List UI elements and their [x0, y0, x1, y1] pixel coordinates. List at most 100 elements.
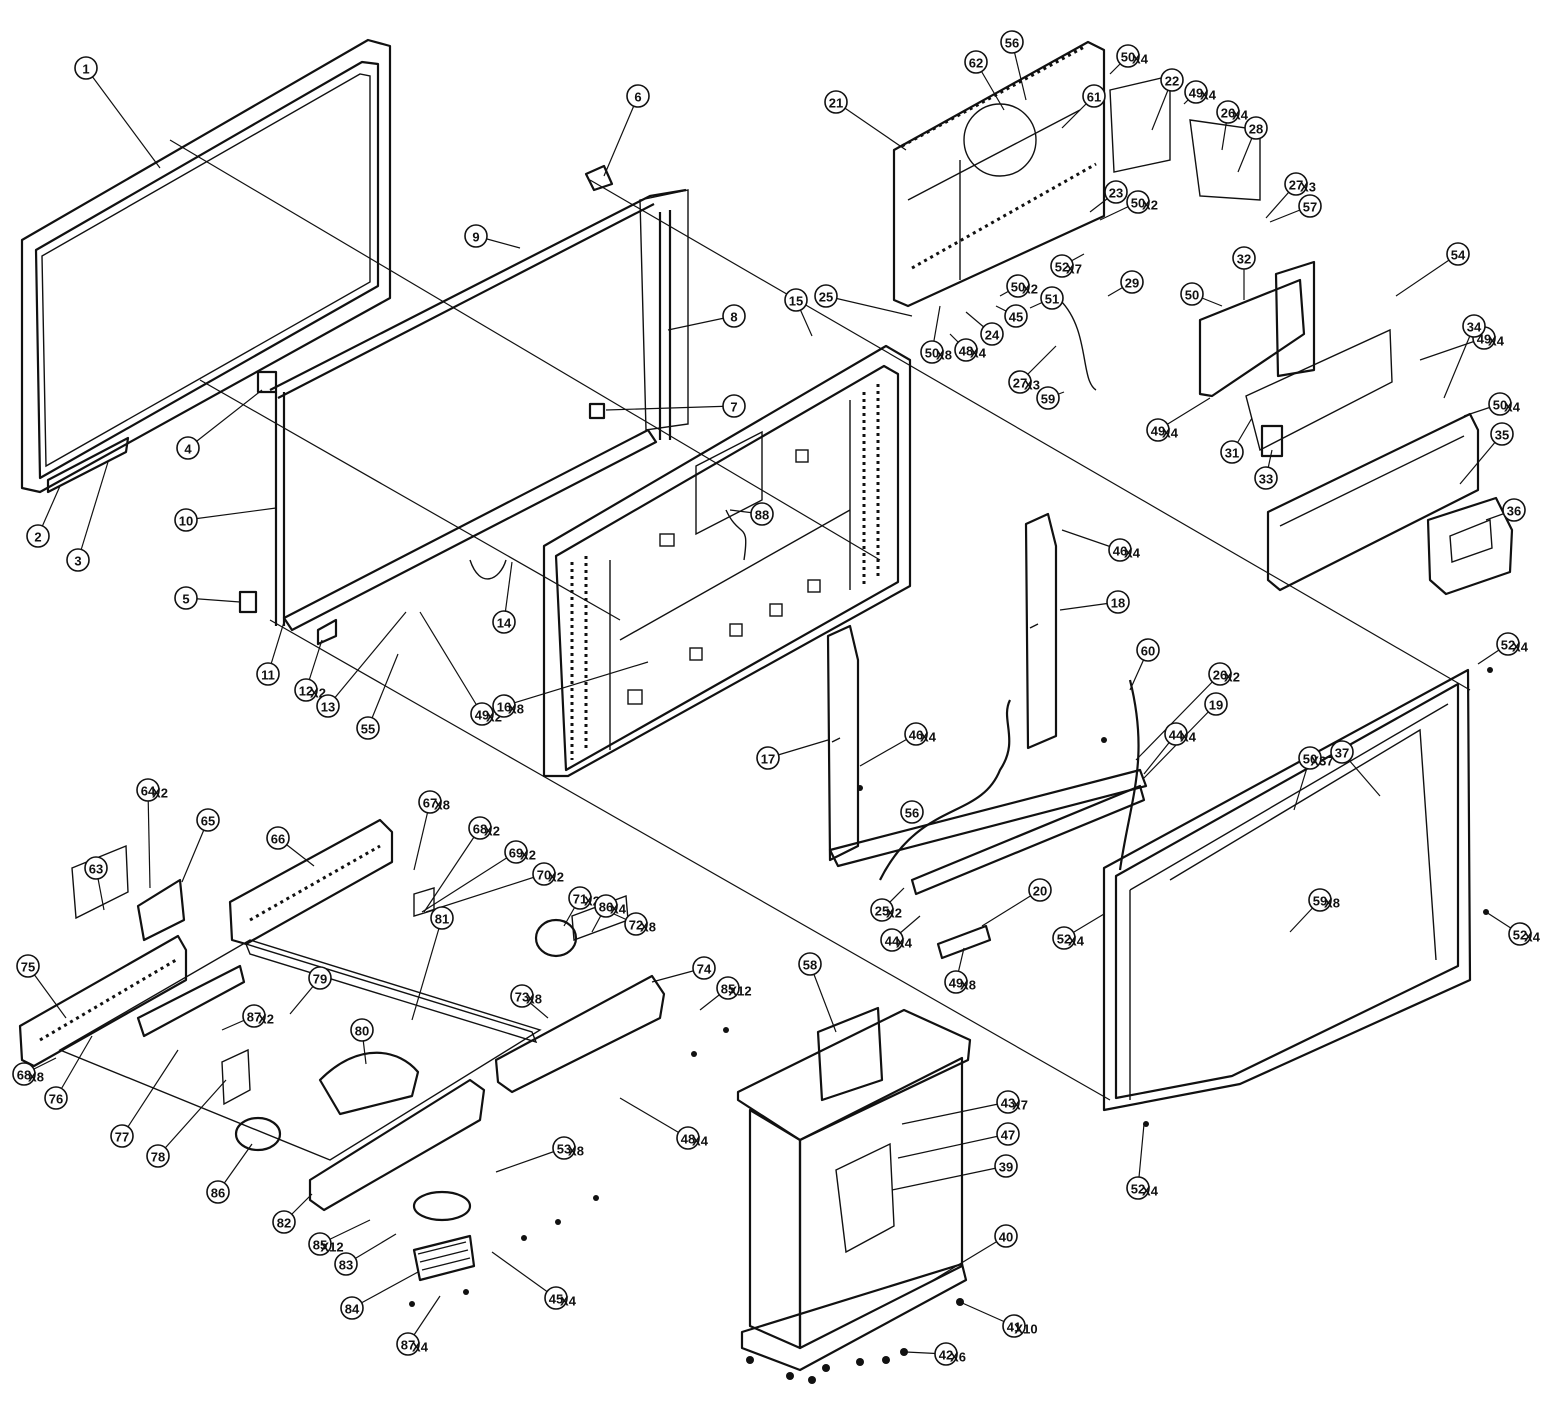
- callout-number: 76: [49, 1092, 63, 1107]
- part-callout: 86: [206, 1180, 230, 1204]
- callout-number: 26: [1213, 668, 1227, 683]
- callout-number: 37: [1335, 746, 1349, 761]
- callout-number: 72: [629, 918, 643, 933]
- part-callout: 37: [1330, 740, 1354, 764]
- callout-number: 70: [537, 868, 551, 883]
- part-callout: 6: [626, 84, 650, 108]
- callout-number: 10: [179, 514, 193, 529]
- callout-quantity: X4: [1124, 546, 1141, 561]
- callout-circle: [626, 84, 650, 108]
- callout-number: 84: [345, 1302, 360, 1317]
- callout-leader-line: [85, 67, 161, 169]
- callout-circle: [146, 1144, 170, 1168]
- callout-quantity: X2: [548, 870, 564, 885]
- callout-number: 87: [401, 1338, 415, 1353]
- callout-number: 55: [361, 722, 375, 737]
- callout-quantity: X12: [728, 984, 751, 999]
- part-callout: 77: [110, 1124, 134, 1148]
- callout-circle: [206, 1180, 230, 1204]
- callout-number: 14: [497, 616, 512, 631]
- callout-leader-line: [187, 389, 263, 449]
- callout-leader-line: [1135, 673, 1221, 761]
- callout-circle: [430, 906, 454, 930]
- callout-number: 52: [1055, 260, 1069, 275]
- callout-circle: [1104, 180, 1128, 204]
- callout-circle: [294, 678, 318, 702]
- callout-leader-line: [1443, 325, 1475, 399]
- cables: [469, 299, 1140, 881]
- callout-number: 68: [17, 1068, 31, 1083]
- callout-circle: [1232, 246, 1256, 270]
- part-callout: 21: [824, 90, 848, 114]
- callout-quantity: X4: [1512, 640, 1529, 655]
- callout-circle: [1298, 194, 1322, 218]
- callout-circle: [964, 50, 988, 74]
- callout-circle: [756, 746, 780, 770]
- callout-number: 83: [339, 1258, 353, 1273]
- part-callout: 17: [756, 746, 780, 770]
- callout-number: 35: [1495, 428, 1509, 443]
- callout-quantity: X2: [258, 1012, 274, 1027]
- part-callout: 57: [1298, 194, 1322, 218]
- part-callout: 4: [176, 436, 200, 460]
- part-callout: 65: [196, 808, 220, 832]
- callout-circle: [308, 1232, 332, 1256]
- callout-circle: [84, 856, 108, 880]
- callout-number: 85: [721, 982, 735, 997]
- part-callout: 56: [900, 800, 924, 824]
- part-callout: 9: [464, 224, 488, 248]
- callout-number: 56: [1005, 36, 1019, 51]
- callout-circle: [870, 898, 894, 922]
- callout-quantity: X4: [1524, 930, 1541, 945]
- callout-circle: [544, 1286, 568, 1310]
- callout-leader-line: [419, 611, 483, 715]
- part-callout: 45: [1004, 304, 1028, 328]
- callout-number: 27: [1013, 376, 1027, 391]
- callout-number: 53: [557, 1142, 571, 1157]
- callout-circle: [418, 790, 442, 814]
- callout-leader-line: [603, 95, 639, 177]
- callout-circle: [1028, 878, 1052, 902]
- callout-number: 50: [1493, 398, 1507, 413]
- callout-number: 48: [959, 344, 973, 359]
- callout-circle: [994, 1224, 1018, 1248]
- callout-number: 52: [1131, 1182, 1145, 1197]
- callout-circle: [1126, 190, 1150, 214]
- callout-quantity: X8: [508, 702, 524, 717]
- callout-number: 64: [141, 784, 156, 799]
- callout-quantity: X4: [412, 1340, 429, 1355]
- callout-quantity: X10: [1014, 1322, 1037, 1337]
- speaker-assembly: [18, 818, 666, 1282]
- callout-number: 25: [819, 290, 833, 305]
- front-bezel: [20, 38, 392, 494]
- part-drawings: [18, 38, 1514, 1384]
- callout-leader-line: [327, 611, 407, 707]
- callout-number: 52: [1501, 638, 1515, 653]
- callout-number: 78: [151, 1150, 165, 1165]
- callout-number: 49: [949, 976, 963, 991]
- callout-circle: [1120, 270, 1144, 294]
- callout-quantity: X7: [1012, 1098, 1028, 1113]
- side-brackets: [826, 512, 1148, 896]
- callout-circle: [1108, 538, 1132, 562]
- callout-circle: [1040, 286, 1064, 310]
- part-callout: 36: [1502, 498, 1526, 522]
- callout-number: 34: [1467, 320, 1482, 335]
- callout-leader-line: [491, 1251, 557, 1299]
- part-callout: 82: [272, 1210, 296, 1234]
- callout-circle: [1308, 888, 1332, 912]
- callout-number: 33: [1259, 472, 1273, 487]
- callout-circle: [904, 722, 928, 746]
- callout-circle: [1208, 662, 1232, 686]
